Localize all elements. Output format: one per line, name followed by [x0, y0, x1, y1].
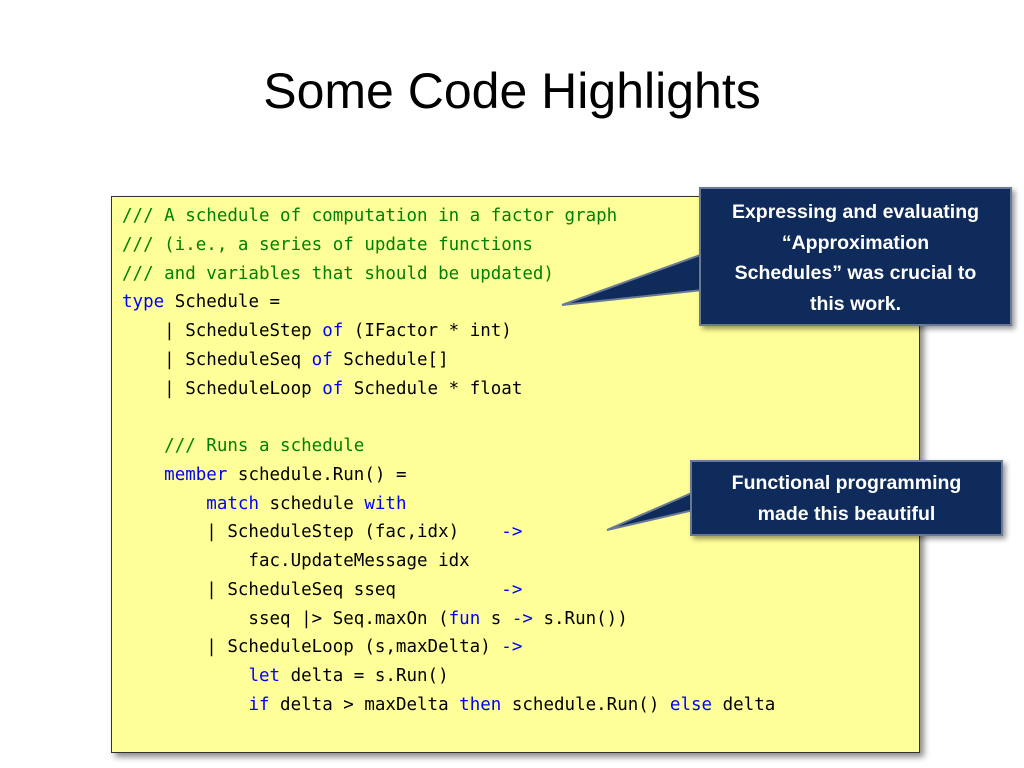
code-text: delta > maxDelta	[269, 694, 460, 715]
code-text	[122, 436, 164, 456]
code-keyword: if	[248, 694, 270, 715]
slide-title: Some Code Highlights	[263, 63, 761, 119]
code-keyword: with	[364, 493, 407, 514]
code-line: /// and variables that should be updated…	[122, 260, 775, 289]
callout-functional-line-1: Functional programming	[731, 472, 962, 494]
code-line: | ScheduleSeq sseq ->	[122, 576, 775, 605]
code-comment: /// (i.e., a series of update functions	[122, 234, 533, 255]
callout-approximation-line-3: Schedules” was crucial to	[734, 262, 977, 284]
code-text: Schedule =	[164, 292, 281, 313]
code-text: sseq |> Seq.maxOn (	[122, 608, 449, 629]
code-text: s.Run())	[532, 608, 628, 629]
code-text: s	[480, 608, 512, 629]
code-text: schedule.Run()	[501, 694, 670, 715]
code-text: schedule.Run() =	[227, 464, 407, 485]
code-line: | ScheduleSeq of Schedule[]	[122, 346, 775, 375]
code-text: schedule	[258, 493, 365, 514]
code-listing: /// A schedule of computation in a facto…	[122, 202, 775, 720]
code-keyword: ->	[501, 637, 523, 658]
code-keyword: ->	[501, 579, 523, 600]
code-line: type Schedule =	[122, 288, 775, 317]
code-text: | ScheduleSeq sseq	[122, 579, 502, 600]
code-line: /// Runs a schedule	[122, 432, 775, 461]
code-keyword: ->	[511, 608, 533, 629]
code-line: match schedule with	[122, 490, 775, 519]
code-text: Schedule[]	[332, 349, 449, 370]
code-text: | ScheduleStep	[122, 321, 323, 341]
code-text	[122, 494, 206, 514]
code-comment: /// and variables that should be updated…	[122, 263, 554, 284]
callout-functional-line-2: made this beautiful	[757, 502, 936, 525]
code-text	[122, 695, 248, 715]
code-text: | ScheduleSeq	[122, 349, 312, 370]
code-text: | ScheduleLoop (s,maxDelta)	[122, 637, 502, 658]
code-line: | ScheduleStep (fac,idx) ->	[122, 518, 775, 547]
callout-approximation-schedules: Expressing and evaluating “Approximation…	[699, 187, 1012, 326]
code-text	[122, 465, 164, 485]
code-text	[122, 666, 248, 686]
code-keyword: of	[322, 378, 344, 399]
code-text: (IFactor * int)	[343, 321, 512, 341]
code-keyword: then	[459, 694, 502, 715]
code-text: | ScheduleStep (fac,idx)	[122, 522, 502, 543]
code-keyword: of	[311, 349, 333, 370]
code-keyword: else	[669, 694, 713, 715]
code-text: delta	[712, 694, 776, 715]
code-line: | ScheduleLoop of Schedule * float	[122, 375, 775, 404]
code-line: if delta > maxDelta then schedule.Run() …	[122, 691, 775, 720]
code-line: /// (i.e., a series of update functions	[122, 231, 775, 260]
code-line	[122, 403, 775, 432]
code-keyword: fun	[448, 608, 481, 629]
code-text: | ScheduleLoop	[122, 378, 323, 399]
callout-approximation-line-1: Expressing and evaluating	[731, 201, 980, 223]
code-line: sseq |> Seq.maxOn (fun s -> s.Run())	[122, 605, 775, 634]
callout-approximation-line-4: this work.	[809, 292, 902, 315]
code-text: Schedule * float	[343, 378, 523, 399]
code-keyword: ->	[501, 522, 523, 543]
code-line: let delta = s.Run()	[122, 662, 775, 691]
code-keyword: member	[164, 464, 228, 485]
code-keyword: let	[248, 666, 281, 686]
code-keyword: match	[206, 493, 259, 514]
code-text: delta = s.Run()	[280, 666, 449, 686]
code-line: fac.UpdateMessage idx	[122, 547, 775, 576]
code-line: | ScheduleLoop (s,maxDelta) ->	[122, 633, 775, 662]
code-comment: /// A schedule of computation in a facto…	[122, 206, 618, 226]
callout-approximation-line-2: “Approximation	[781, 231, 930, 254]
code-line: member schedule.Run() =	[122, 461, 775, 490]
code-line: /// A schedule of computation in a facto…	[122, 202, 775, 231]
code-comment: /// Runs a schedule	[164, 436, 365, 456]
code-keyword: of	[322, 321, 344, 341]
code-line: | ScheduleStep of (IFactor * int)	[122, 317, 775, 346]
code-text: fac.UpdateMessage idx	[122, 551, 470, 571]
code-keyword: type	[122, 292, 165, 313]
callout-functional-programming: Functional programming made this beautif…	[690, 460, 1003, 536]
